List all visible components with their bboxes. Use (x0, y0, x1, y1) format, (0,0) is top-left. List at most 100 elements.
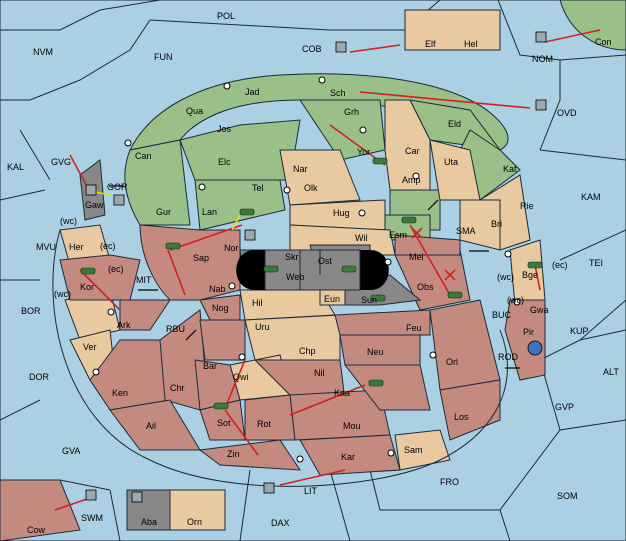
fleet-icon[interactable] (335, 41, 347, 53)
province-label-Tel: Tel (252, 183, 264, 193)
province-shape-Car[interactable] (384, 99, 431, 191)
tank-icon[interactable] (165, 242, 181, 250)
province-label-Eld: Eld (448, 119, 461, 129)
sea-label-LIT: LIT (304, 486, 318, 496)
coast-label-Gaw-wc: (wc) (60, 216, 77, 226)
fleet-icon[interactable] (85, 184, 97, 196)
province-label-Yor: Yor (357, 147, 370, 157)
province-shape-Bri[interactable] (459, 199, 501, 251)
fleet-icon[interactable] (535, 31, 547, 43)
province-label-Sot: Sot (217, 418, 231, 428)
province-shape-Los[interactable] (439, 379, 501, 441)
province-shape-Kar[interactable] (299, 434, 401, 476)
strait-arrows (109, 185, 520, 369)
tank-icon[interactable] (239, 208, 255, 216)
supply-center-icon (198, 183, 206, 191)
tank-icon[interactable] (80, 267, 96, 275)
supply-center-icon (412, 172, 420, 180)
sea-label-ROD: ROD (498, 352, 519, 362)
fleet-icon[interactable] (244, 229, 256, 241)
province-label-Olk: Olk (304, 183, 318, 193)
sea-label-KAL: KAL (7, 162, 24, 172)
sea-label-KAM: KAM (581, 192, 601, 202)
province-label-Gwa: Gwa (530, 305, 549, 315)
province-label-Chr: Chr (170, 383, 185, 393)
province-label-Qwi: Qwi (233, 372, 249, 382)
coast-label-Bge-wc: (wc) (497, 272, 514, 282)
sea-label-MVU: MVU (36, 242, 56, 252)
province-shape-Mel[interactable] (394, 234, 461, 256)
province-label-Feu: Feu (406, 323, 422, 333)
province-label-Can: Can (135, 151, 152, 161)
province-label-Lan: Lan (202, 207, 217, 217)
province-label-Uta: Uta (444, 157, 458, 167)
order-arrow (349, 44, 401, 53)
province-label-Grh: Grh (344, 107, 359, 117)
province-shape-Zin[interactable] (198, 439, 301, 471)
province-shape-Gur[interactable] (124, 139, 191, 226)
sea-label-GOR: GOR (107, 182, 128, 192)
tank-icon[interactable] (341, 265, 357, 273)
province-label-Jos: Jos (217, 124, 232, 134)
tank-icon[interactable] (263, 265, 279, 273)
province-label-Orn: Orn (187, 517, 202, 527)
fleet-icon[interactable] (535, 99, 547, 111)
order-arrow (409, 224, 451, 296)
province-label-Rie: Rie (520, 201, 534, 211)
province-label-Gur: Gur (156, 207, 171, 217)
order-arrow (359, 91, 531, 109)
fleet-icon[interactable] (85, 489, 97, 501)
sea-label-GVA: GVA (62, 446, 80, 456)
province-label-Gaw: Gaw (85, 200, 104, 210)
province-label-Con: Con (595, 37, 612, 47)
province-label-Nab: Nab (209, 284, 226, 294)
province-label-Hug: Hug (333, 208, 350, 218)
tank-icon[interactable] (213, 402, 229, 410)
province-label-Obs: Obs (417, 282, 434, 292)
double-arrow-icon (185, 329, 197, 341)
order-arrow (279, 469, 346, 486)
globe-icon[interactable] (527, 340, 543, 356)
province-shape-Elf-Hel[interactable] (404, 9, 501, 51)
supply-center-icon (387, 449, 395, 457)
sea-label-BOR: BOR (21, 306, 41, 316)
province-shape-RBU-land[interactable] (119, 299, 171, 331)
province-shape-north-band[interactable] (129, 73, 509, 151)
order-arrow (544, 29, 601, 43)
fleet-icon[interactable] (131, 491, 143, 503)
province-label-Kaa: Kaa (334, 388, 350, 398)
province-shape-Feu[interactable] (334, 309, 431, 336)
province-shape-Mou[interactable] (343, 364, 431, 411)
province-label-Esm: Esm (389, 230, 407, 240)
supply-center-icon (296, 455, 304, 463)
order-arrow (167, 249, 186, 296)
province-shape-Kor[interactable] (59, 254, 141, 301)
province-label-Nog: Nog (212, 303, 229, 313)
tank-icon[interactable] (447, 291, 463, 299)
fleet-icon[interactable] (113, 194, 125, 206)
province-shape-Gwa-Pir[interactable] (504, 299, 546, 381)
province-label-Ost: Ost (318, 256, 333, 266)
province-label-Kor: Kor (80, 282, 94, 292)
province-label-Amp: Amp (402, 175, 421, 185)
supply-center-icon (429, 351, 437, 359)
province-shape-Sam[interactable] (394, 429, 451, 471)
tank-icon[interactable] (370, 294, 386, 302)
tank-icon[interactable] (401, 216, 417, 224)
coast-label-Kor-ec: (ec) (108, 264, 124, 274)
province-label-Bge: Bge (522, 270, 538, 280)
sea-label-OVD: OVD (557, 108, 577, 118)
fleet-icon[interactable] (263, 482, 275, 494)
x-mark-icon (411, 227, 423, 239)
tank-icon[interactable] (368, 379, 384, 387)
coast-label-Kor-wc: (wc) (54, 289, 71, 299)
tank-icon[interactable] (527, 261, 543, 269)
sea-label-RBU: RBU (166, 324, 185, 334)
province-shape-Rot[interactable] (244, 394, 296, 441)
province-shape-Lan[interactable] (194, 179, 286, 231)
province-label-Eun: Eun (324, 294, 340, 304)
tank-icon[interactable] (372, 157, 388, 165)
province-shape-Nog[interactable] (199, 319, 246, 361)
province-shape-Grh[interactable] (299, 99, 386, 161)
province-shape-Cow[interactable] (0, 479, 81, 541)
